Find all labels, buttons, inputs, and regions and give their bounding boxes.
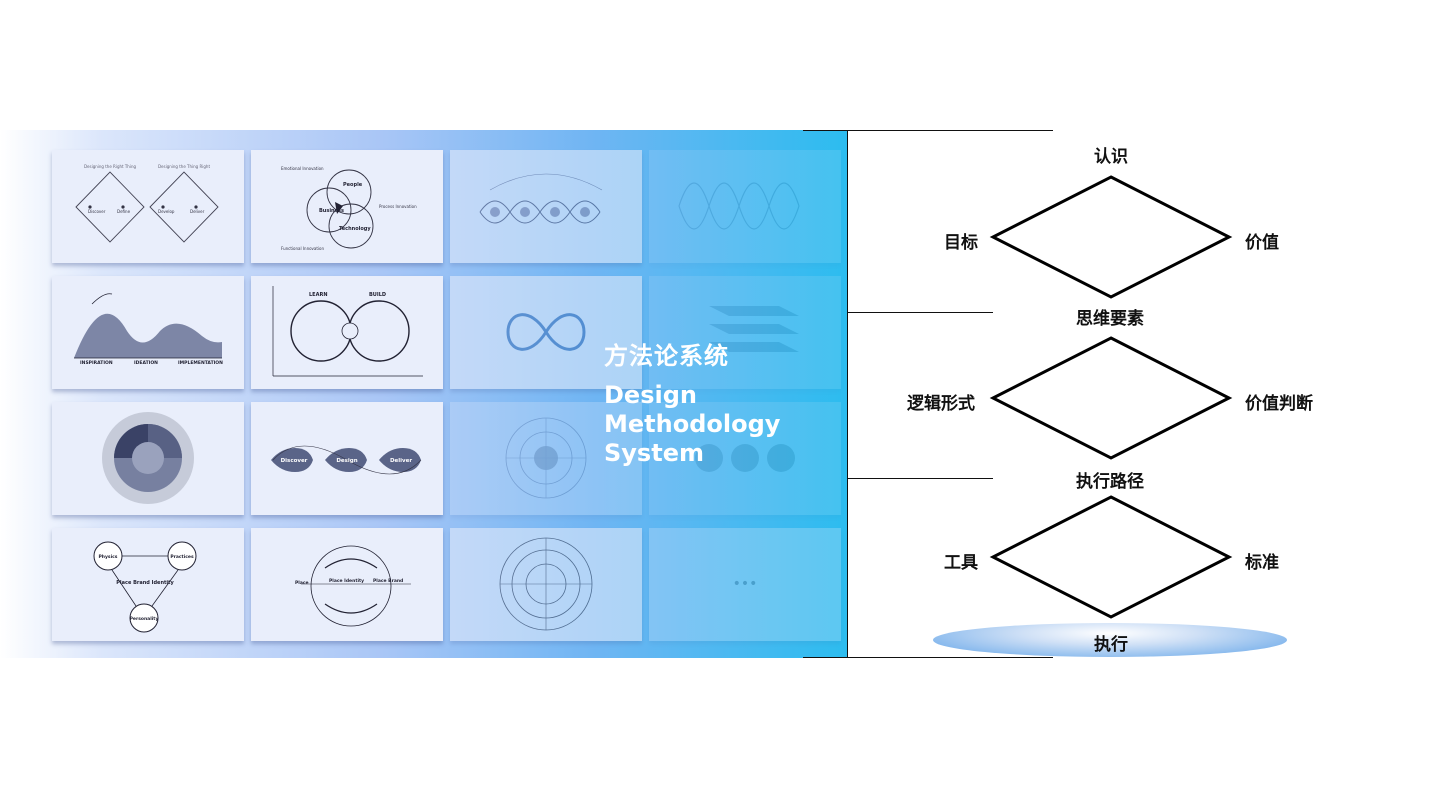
thumb-dots — [649, 402, 841, 515]
label-goal: 目标 — [944, 233, 978, 253]
divider-vertical — [847, 130, 848, 658]
thumb-text: IMPLEMENTATION — [178, 360, 223, 366]
label-standard: 标准 — [1245, 553, 1279, 573]
diamond-3 — [989, 495, 1233, 619]
label-execution-path: 执行路径 — [1076, 472, 1144, 492]
methodology-banner: Designing the Right Thing Designing the … — [0, 130, 848, 658]
thumb-text: Discover — [88, 209, 106, 214]
title-en: Design Methodology System — [604, 381, 781, 467]
title-cn: 方法论系统 — [604, 342, 729, 370]
thumb-venn: Emotional Innovation People Business Tec… — [251, 150, 443, 263]
thumb-double-diamond: Designing the Right Thing Designing the … — [52, 150, 244, 263]
thumb-text: Define — [117, 209, 131, 214]
thumb-text: LEARN — [309, 292, 328, 298]
thumb-text: Design — [336, 458, 357, 464]
execute-ellipse — [933, 623, 1287, 657]
banner-title: 方法论系统 Design Methodology System — [604, 336, 780, 468]
thumb-text: Business — [319, 208, 344, 214]
thumb-text: Place Identity — [329, 578, 364, 584]
thumb-text: Practices — [170, 554, 194, 560]
thumb-text: People — [343, 182, 363, 188]
thumb-layers — [649, 276, 841, 389]
thumb-place-brand: Physics Practices Place Brand Identity P… — [52, 528, 244, 641]
thumb-text: IDEATION — [134, 360, 158, 366]
label-execute: 执行 — [1094, 635, 1128, 655]
thumb-text: Designing the Right Thing — [84, 164, 137, 169]
thumb-wheel — [52, 402, 244, 515]
label-value: 价值 — [1245, 233, 1279, 253]
thumb-text: Technology — [339, 226, 371, 232]
label-value-judgement: 价值判断 — [1245, 394, 1313, 414]
thumb-radial — [450, 402, 642, 515]
more-text: ••• — [733, 576, 758, 592]
thumb-place-identity: Place Place Identity Place Brand — [251, 528, 443, 641]
thumb-more: ••• — [649, 528, 841, 641]
thumb-text: Place Brand Identity — [116, 580, 174, 586]
thumb-text: Designing the Thing Right — [158, 164, 211, 169]
thumb-text: BUILD — [369, 292, 386, 298]
thumb-text: Personality — [130, 616, 159, 622]
thumb-text: Place — [295, 580, 309, 586]
label-logic-form: 逻辑形式 — [907, 394, 975, 414]
label-cognition: 认识 — [1094, 147, 1128, 167]
thumb-concentric — [450, 528, 642, 641]
thumb-discover-design-deliver: Discover Design Deliver — [251, 402, 443, 515]
diamond-1 — [989, 175, 1233, 299]
thumb-text: Physics — [98, 554, 117, 560]
label-tools: 工具 — [944, 553, 978, 573]
label-thinking-elements: 思维要素 — [1076, 309, 1144, 329]
thumb-text: Process Innovation — [379, 204, 417, 209]
divider-2 — [848, 478, 993, 479]
divider-top — [803, 130, 1053, 131]
thumb-learn-build: LEARN BUILD — [251, 276, 443, 389]
thumb-text: Functional Innovation — [281, 246, 324, 251]
thumb-text: Discover — [281, 458, 308, 464]
thumb-text: INSPIRATION — [80, 360, 113, 366]
thumb-infinity — [450, 276, 642, 389]
divider-bottom — [803, 657, 1053, 658]
divider-1 — [848, 312, 993, 313]
thumb-text: Develop — [158, 209, 175, 214]
thumb-text: Emotional Innovation — [281, 166, 324, 171]
diamond-2 — [989, 336, 1233, 460]
thumb-wave-cycle — [450, 150, 642, 263]
thumb-mountains: INSPIRATION IDEATION IMPLEMENTATION — [52, 276, 244, 389]
thumb-text: Place Brand — [373, 578, 403, 584]
thumb-text: Deliver — [390, 458, 412, 464]
thumb-sine — [649, 150, 841, 263]
thumb-text: Deliver — [190, 209, 205, 214]
